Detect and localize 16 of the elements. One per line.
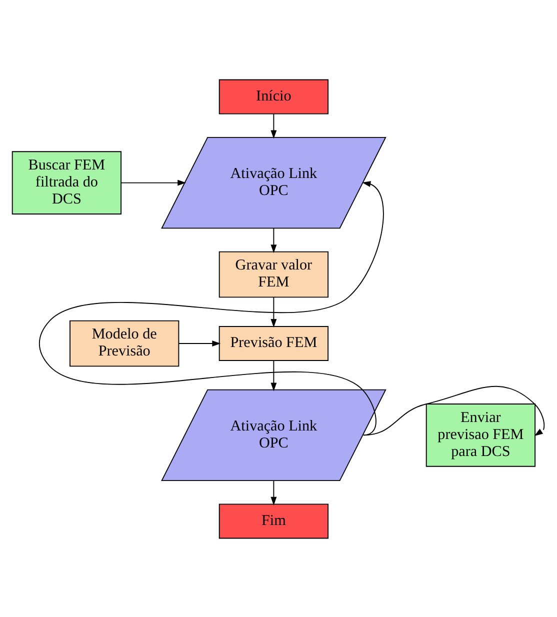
arrow — [120, 179, 186, 186]
arrow — [270, 480, 277, 505]
arrow — [270, 360, 277, 391]
node-box: Início — [218, 78, 329, 114]
node-box: Fim — [218, 503, 329, 538]
node-box: Enviar previsao FEM para DCS — [426, 403, 536, 466]
arrow — [38, 180, 384, 436]
node-box: Gravar valor FEM — [218, 250, 329, 298]
arrow — [270, 112, 277, 138]
arrow — [363, 385, 545, 436]
arrow — [178, 340, 221, 346]
node-box: Buscar FEM filtrada do DCS — [12, 150, 122, 214]
node-box: Modelo de Previsão — [70, 320, 180, 366]
node-box: Previsão FEM — [218, 326, 329, 360]
arrow — [270, 296, 277, 327]
arrow — [270, 227, 277, 253]
